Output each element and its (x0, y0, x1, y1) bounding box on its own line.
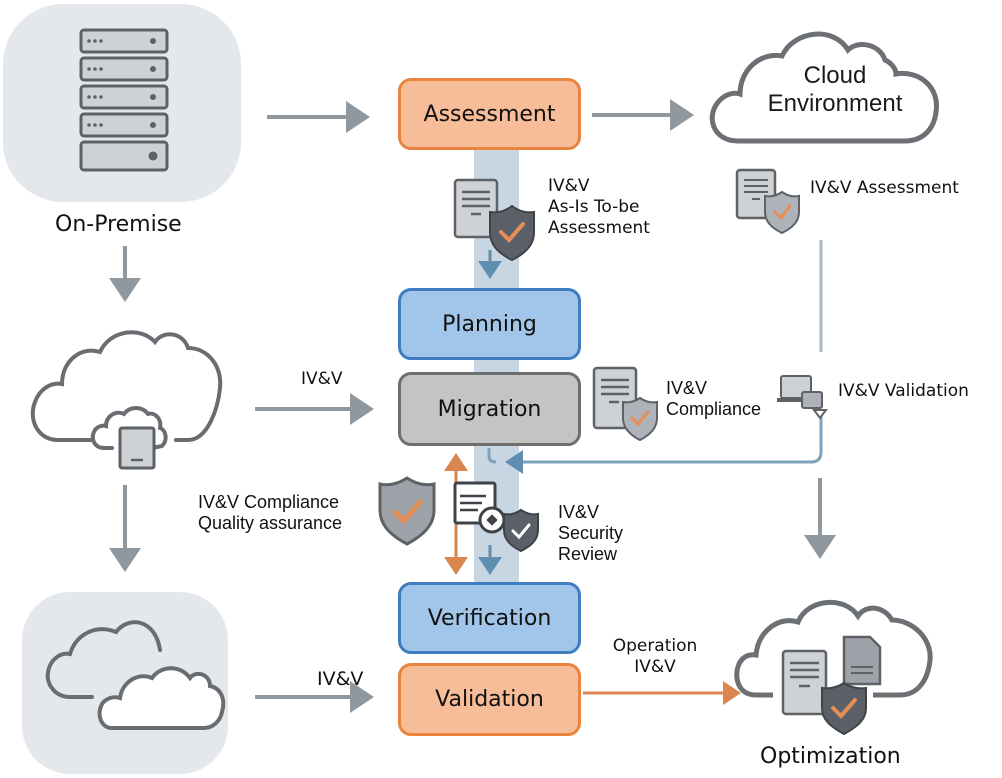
cloud-environment-icon (709, 31, 939, 144)
doc-shield-icon-as-is (453, 178, 535, 262)
optimization-cloud-icon (734, 600, 933, 698)
double-cloud-icon (45, 620, 226, 730)
annotation-line: Security (558, 523, 624, 543)
on-premise-label: On-Premise (55, 212, 182, 237)
arrow-feedback-return (505, 412, 823, 474)
optimization-label: Optimization (760, 744, 901, 769)
stage-planning[interactable]: Planning (398, 288, 581, 360)
cloud-title-line: Cloud (803, 62, 867, 89)
annotation-line: IV&V Compliance (198, 492, 340, 512)
stage-validation-label: Validation (435, 687, 544, 712)
stage-verification[interactable]: Verification (398, 582, 581, 654)
multi-cloud-arrow-label: IV&V (317, 668, 364, 690)
annotation-line: IV&V (634, 657, 676, 677)
annotation-as-is-to-be: IV&V As-Is To-be Assessment (548, 176, 650, 239)
annotation-operation: Operation IV&V (600, 636, 710, 678)
shield-check-icon-qa (378, 476, 436, 546)
iv-v-assessment-label: IV&V Assessment (810, 178, 959, 198)
security-review-icon (453, 481, 539, 553)
annotation-line: Operation (612, 636, 698, 656)
doc-shield-icon-cloud-assessment (735, 168, 800, 235)
annotation-security-review: IV&V Security Review (558, 502, 623, 565)
annotation-line: IV&V (666, 378, 708, 398)
annotation-line: Compliance (666, 399, 762, 419)
annotation-line: Quality assurance (198, 513, 343, 533)
cloud-environment-label: Cloud Environment (745, 62, 925, 118)
stage-validation[interactable]: Validation (398, 663, 581, 736)
annotation-line: Assessment (548, 218, 650, 238)
annotation-line: IV&V (548, 176, 590, 196)
stage-planning-label: Planning (442, 311, 537, 337)
annotation-compliance-qa: IV&V Compliance Quality assurance (198, 492, 342, 534)
cloud-title-line: Environment (767, 90, 903, 117)
tablet-icon (118, 426, 156, 470)
stage-assessment[interactable]: Assessment (398, 78, 581, 150)
annotation-line: As-Is To-be (548, 197, 640, 217)
stage-migration[interactable]: Migration (398, 372, 581, 446)
laptop-devices-icon (777, 375, 828, 420)
cloud-tablet-icon (30, 330, 223, 450)
server-rack-icon (79, 28, 169, 172)
stage-assessment-label: Assessment (423, 101, 556, 127)
stage-verification-label: Verification (427, 605, 552, 631)
optimization-docs-icon (781, 635, 882, 736)
annotation-line: IV&V (558, 502, 600, 522)
annotation-line: Review (558, 544, 618, 564)
stage-migration-label: Migration (437, 396, 542, 422)
doc-shield-icon-compliance (592, 366, 658, 442)
annotation-compliance: IV&V Compliance (666, 378, 761, 420)
hybrid-arrow-label: IV&V (301, 369, 343, 389)
iv-v-validation-label: IV&V Validation (838, 381, 969, 401)
